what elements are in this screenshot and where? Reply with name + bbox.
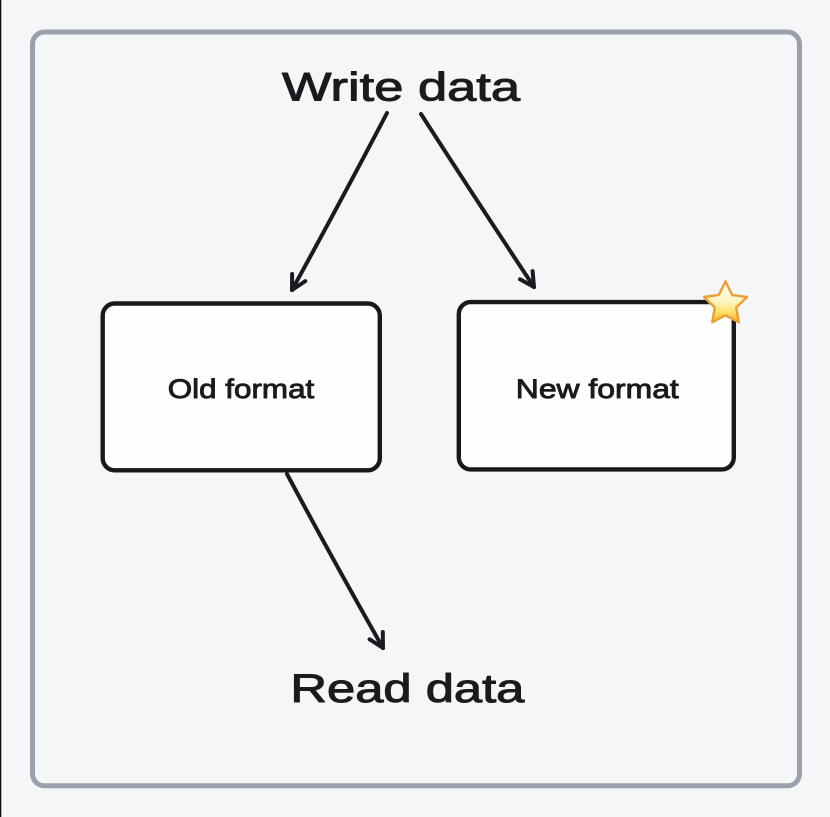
svg-text:New format: New format: [516, 374, 680, 404]
svg-text:Read data: Read data: [290, 667, 525, 711]
svg-text:Write data: Write data: [282, 66, 521, 110]
svg-text:Old format: Old format: [168, 374, 315, 404]
